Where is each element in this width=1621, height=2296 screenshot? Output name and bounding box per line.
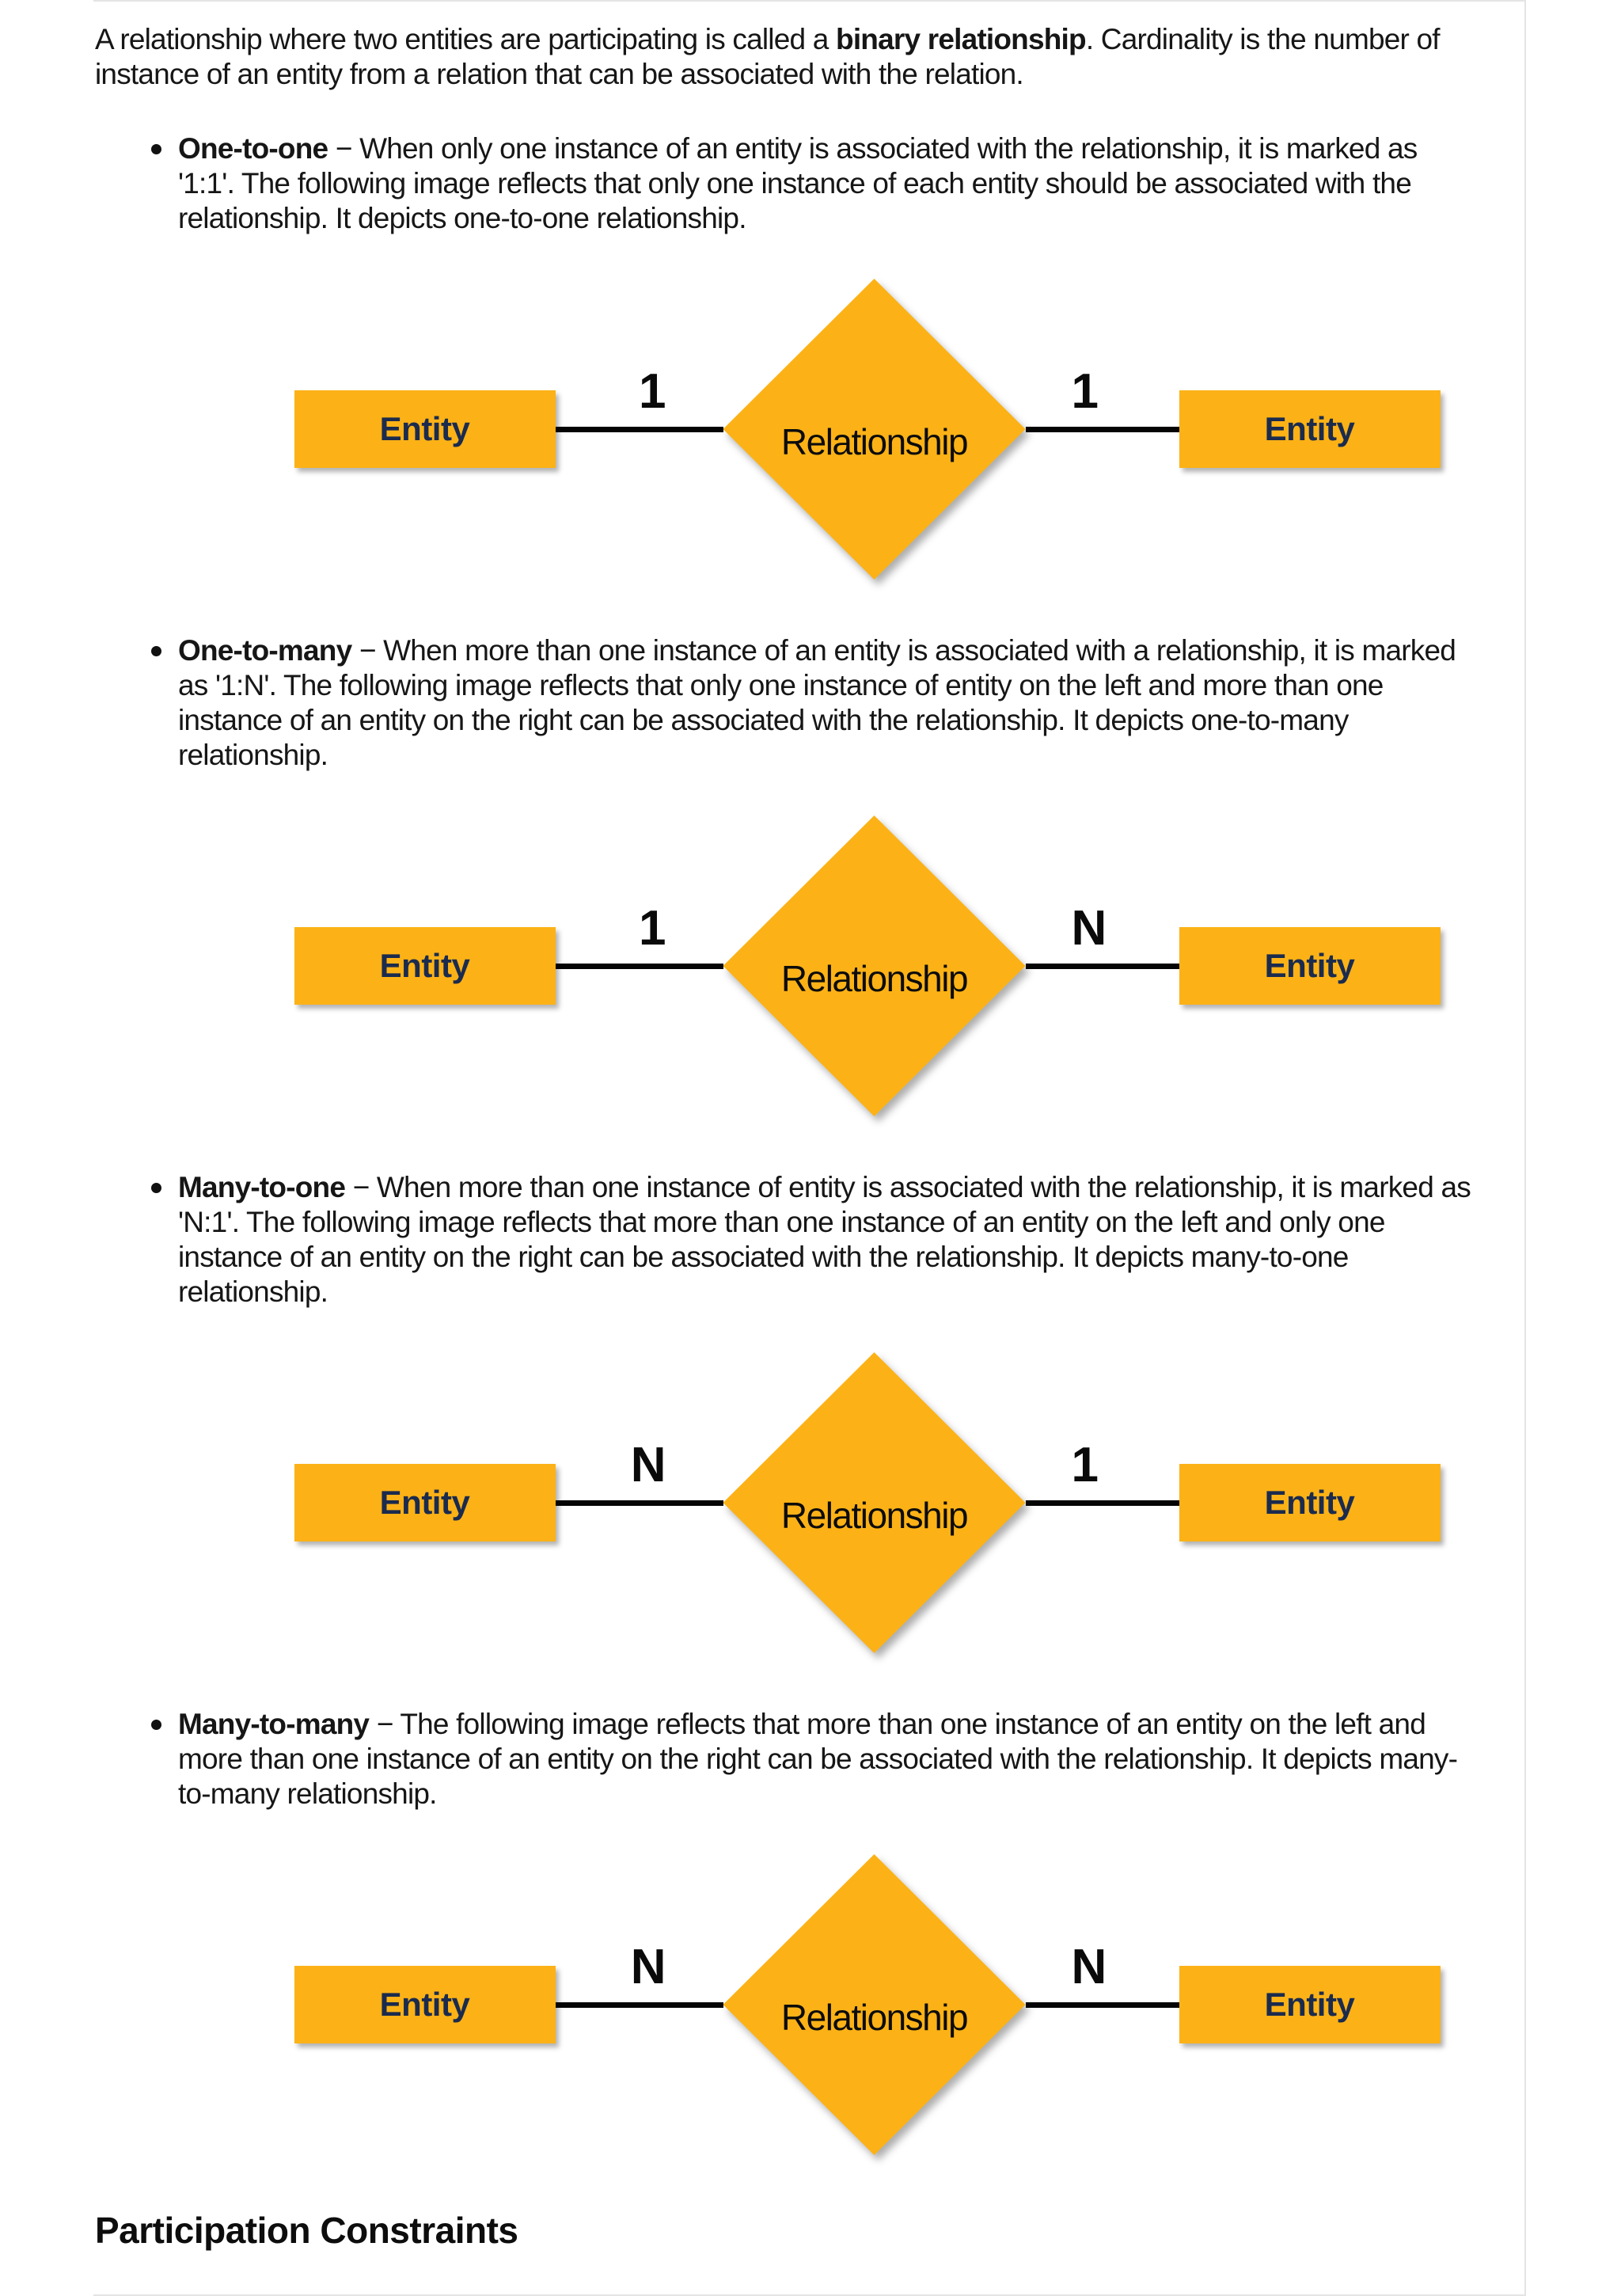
bullet-term: One-to-many: [178, 634, 352, 667]
cardinality-label-left: N: [630, 1939, 666, 1994]
entity-box-right: Entity: [1179, 390, 1441, 468]
entity-box-left: Entity: [294, 927, 556, 1005]
entity-label: Entity: [1264, 947, 1355, 984]
entity-box-left: Entity: [294, 1966, 556, 2043]
entity-label: Entity: [1264, 1986, 1355, 2023]
diamond-label: Relationship: [780, 1997, 969, 2038]
bullet-text: When only one instance of an entity is a…: [178, 132, 1418, 234]
bullet-term: Many-to-one: [178, 1171, 346, 1203]
intro-paragraph: A relationship where two entities are pa…: [95, 22, 1480, 92]
entity-box-left: Entity: [294, 1464, 556, 1541]
section-heading-participation-constraints: Participation Constraints: [95, 2210, 518, 2251]
figure-many-to-one: Entity N Relationship 1 Entity: [202, 1329, 1532, 1677]
bullet-term: One-to-one: [178, 132, 328, 165]
bullet-text: When more than one instance of entity is…: [178, 1171, 1471, 1308]
cardinality-bullet-list: One-to-one − When only one instance of a…: [95, 131, 1480, 2179]
intro-bold-term: binary relationship: [836, 23, 1087, 55]
connector-line-right: N: [1025, 903, 1179, 969]
diamond-shape: Relationship: [723, 1352, 1026, 1653]
cardinality-label-left: N: [630, 1437, 666, 1492]
relationship-diamond: Relationship: [723, 279, 1026, 580]
intro-text-post: . Cardinality is the number of instance …: [95, 23, 1441, 90]
connector-line-right: N: [1025, 1942, 1179, 2008]
cardinality-label-left: 1: [639, 900, 666, 956]
entity-label: Entity: [379, 947, 470, 984]
entity-label: Entity: [1264, 410, 1355, 447]
bullet-dash: −: [376, 1708, 394, 1740]
connector-line-right: 1: [1025, 367, 1179, 432]
diamond-label: Relationship: [780, 1495, 969, 1536]
entity-label: Entity: [379, 1986, 470, 2023]
entity-box-left: Entity: [294, 390, 556, 468]
diamond-shape: Relationship: [723, 279, 1026, 580]
figure-many-to-many: Entity N Relationship N Entity: [202, 1830, 1532, 2179]
bullet-dash: −: [359, 634, 377, 667]
connector-line-left: 1: [555, 367, 723, 432]
bullet-item-one-to-one: One-to-one − When only one instance of a…: [150, 131, 1480, 236]
bullet-text: The following image reflects that more t…: [178, 1708, 1458, 1810]
entity-label: Entity: [1264, 1484, 1355, 1521]
cardinality-label-left: 1: [639, 363, 666, 419]
diamond-shape: Relationship: [723, 1854, 1026, 2155]
relationship-diamond: Relationship: [723, 815, 1026, 1116]
figure-one-to-many: Entity 1 Relationship N Entity: [202, 792, 1532, 1140]
entity-label: Entity: [379, 1484, 470, 1521]
connector-line-left: N: [555, 1440, 723, 1506]
bullet-item-many-to-one: Many-to-one − When more than one instanc…: [150, 1170, 1480, 1310]
diamond-label: Relationship: [780, 958, 969, 999]
connector-line-left: 1: [555, 903, 723, 969]
bullet-item-one-to-many: One-to-many − When more than one instanc…: [150, 633, 1480, 773]
entity-box-right: Entity: [1179, 1464, 1441, 1541]
entity-box-right: Entity: [1179, 927, 1441, 1005]
diamond-shape: Relationship: [723, 815, 1026, 1116]
article-content: A relationship where two entities are pa…: [93, 0, 1526, 2296]
relationship-diamond: Relationship: [723, 1854, 1026, 2155]
bullet-item-many-to-many: Many-to-many − The following image refle…: [150, 1707, 1480, 1811]
bullet-dash: −: [335, 132, 353, 165]
cardinality-label-right: N: [1071, 1939, 1107, 1994]
connector-line-right: 1: [1025, 1440, 1179, 1506]
connector-line-left: N: [555, 1942, 723, 2008]
cardinality-label-right: N: [1071, 900, 1107, 956]
relationship-diamond: Relationship: [723, 1352, 1026, 1653]
entity-label: Entity: [379, 410, 470, 447]
bullet-text: When more than one instance of an entity…: [178, 634, 1456, 771]
entity-box-right: Entity: [1179, 1966, 1441, 2043]
figure-one-to-one: Entity 1 Relationship 1 Entity: [202, 255, 1532, 603]
intro-text-pre: A relationship where two entities are pa…: [95, 23, 837, 55]
bullet-dash: −: [352, 1171, 370, 1203]
bullet-term: Many-to-many: [178, 1708, 370, 1740]
cardinality-label-right: 1: [1071, 363, 1099, 419]
diamond-label: Relationship: [780, 421, 969, 462]
cardinality-label-right: 1: [1071, 1437, 1099, 1492]
